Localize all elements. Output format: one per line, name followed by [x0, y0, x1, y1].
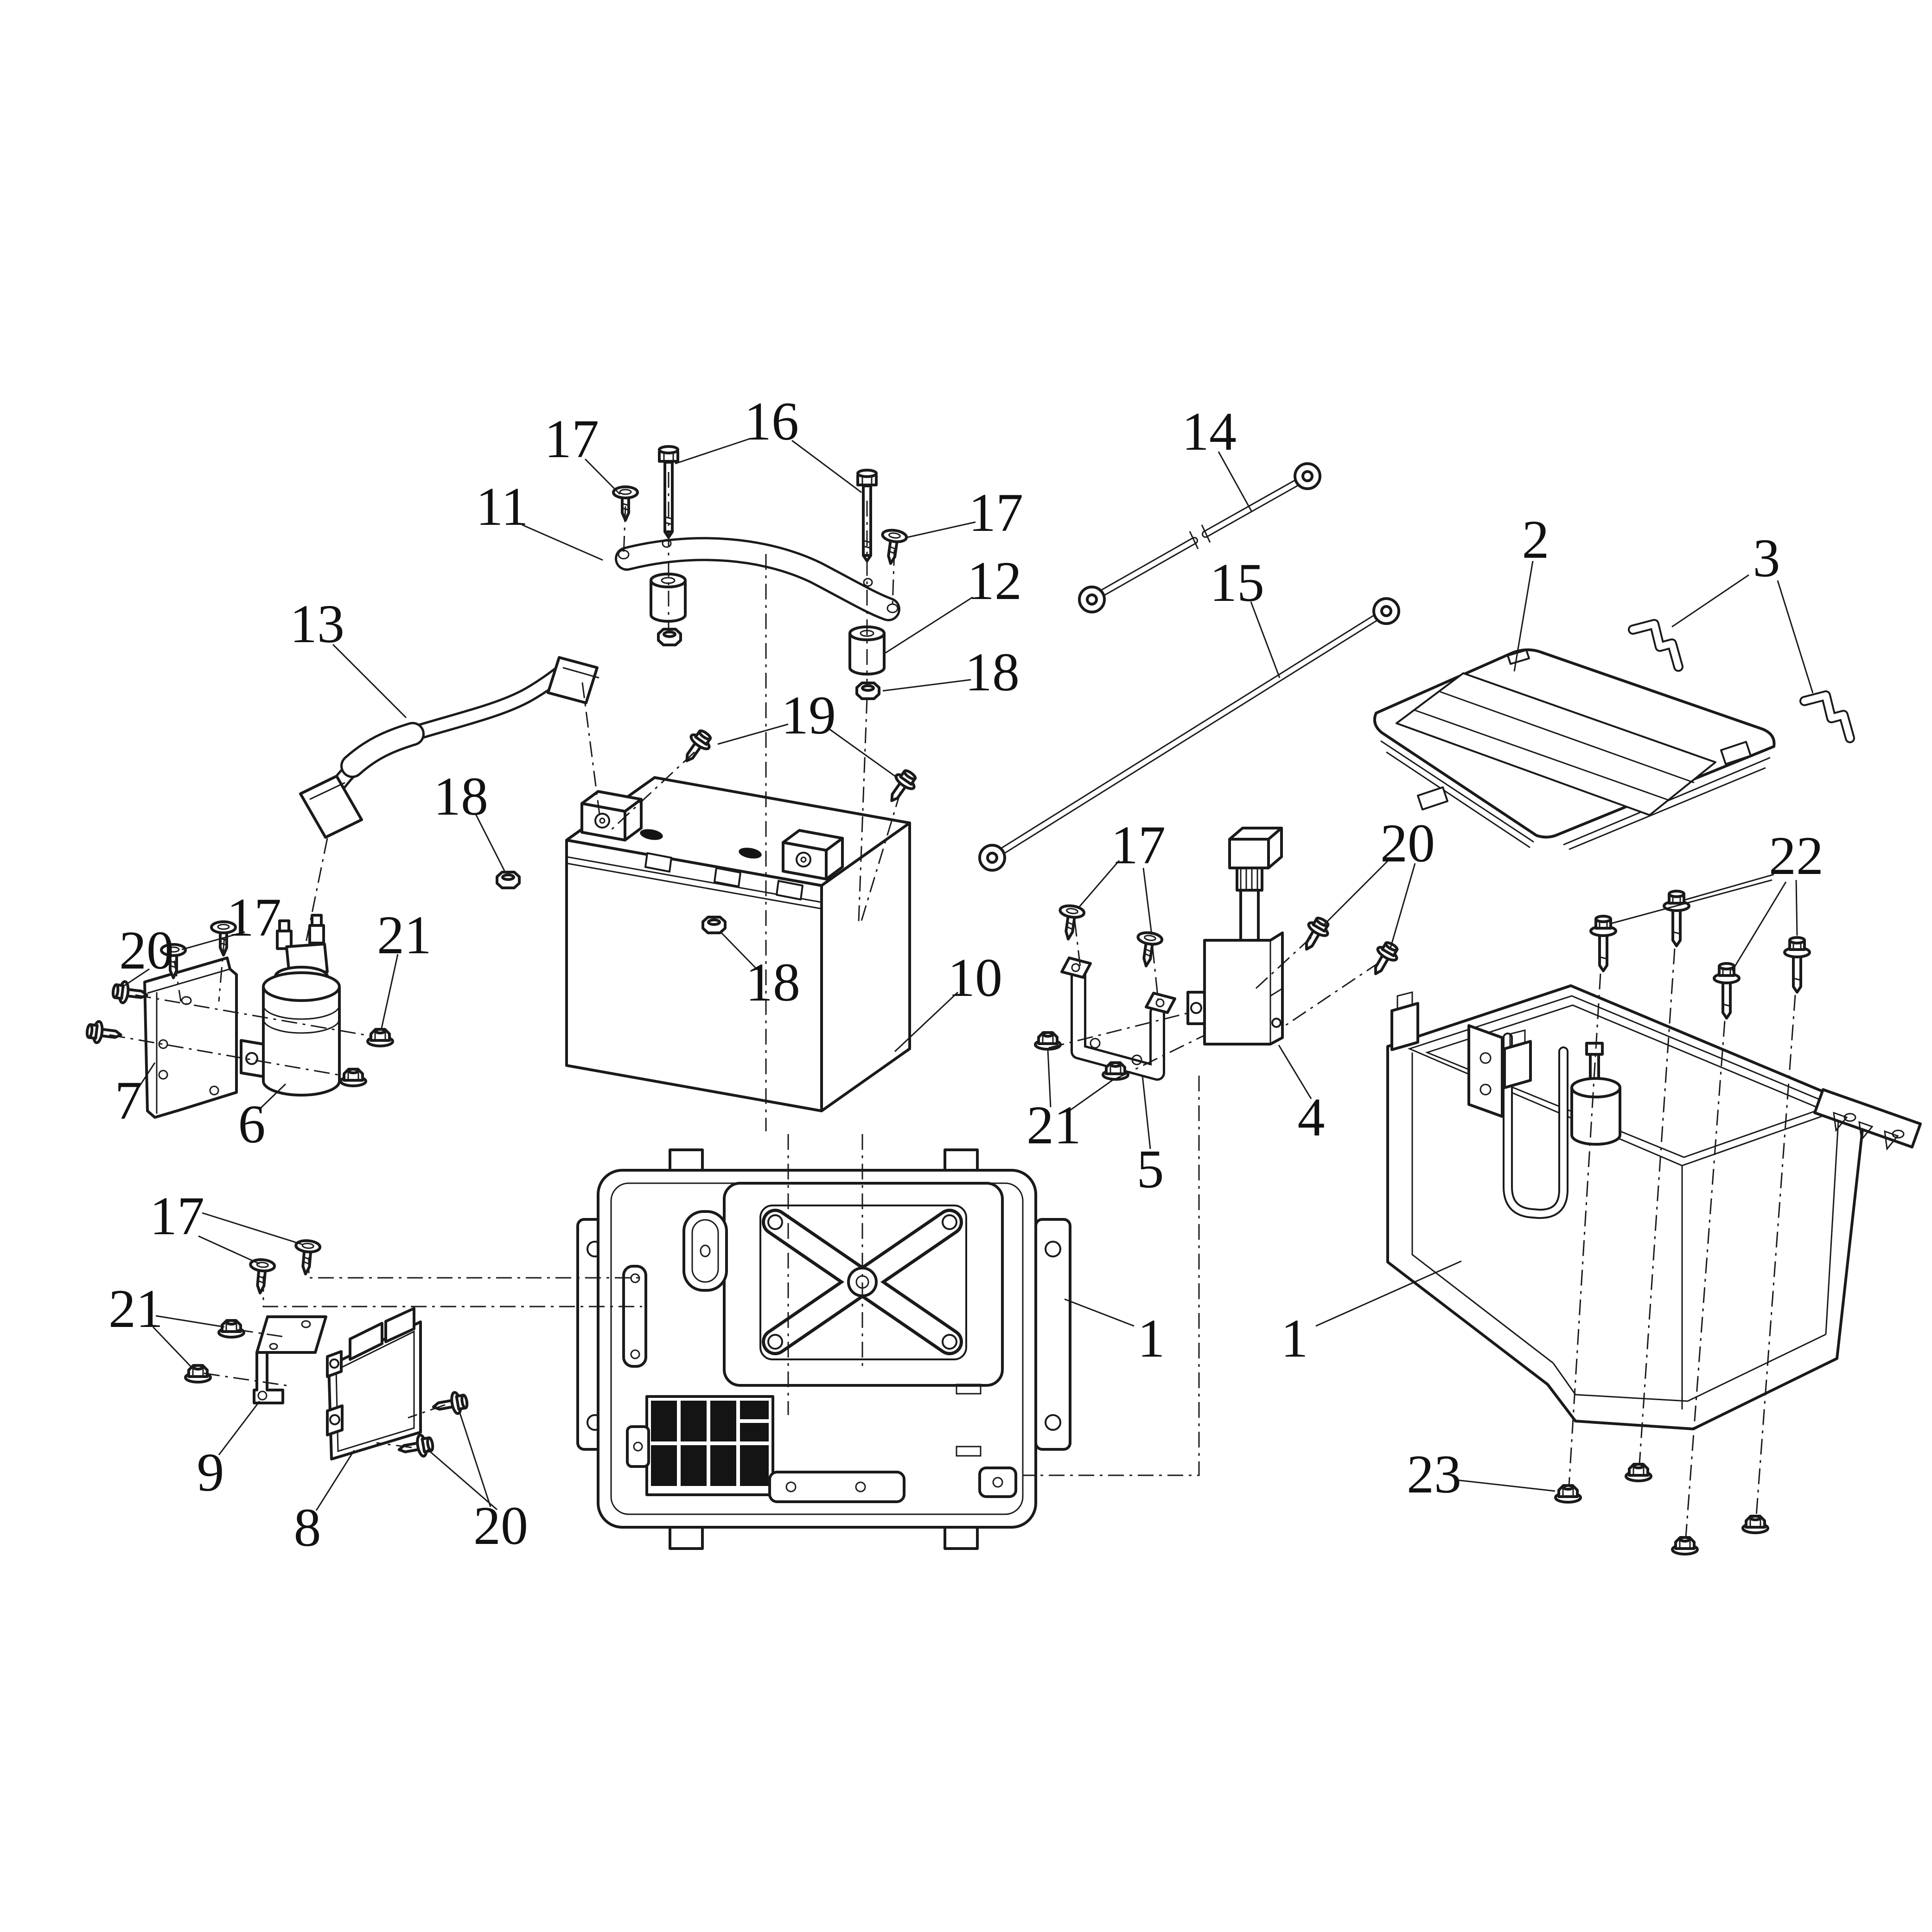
screw-17-cdi-2 [248, 1259, 275, 1294]
centerline-layer [109, 472, 1796, 1538]
callout-22: 22 [1769, 825, 1824, 886]
bolt-20-cdi-1 [432, 1390, 469, 1417]
bolt-22-4 [1785, 937, 1810, 992]
battery-cable-14 [1079, 464, 1320, 612]
bolt-22-1 [1591, 916, 1616, 971]
battery-box-tub [1386, 984, 1922, 1430]
callout-21-relay: 21 [377, 905, 432, 965]
callout-18-spacer: 18 [965, 642, 1020, 702]
callout-19: 19 [781, 685, 836, 746]
screw-17-top-right [879, 529, 907, 566]
nut-18-left [658, 629, 681, 645]
battery [565, 776, 911, 1112]
callout-12: 12 [967, 550, 1022, 611]
callout-4: 4 [1298, 1087, 1325, 1148]
cdi-module-8 [326, 1307, 422, 1460]
callout-16: 16 [744, 391, 799, 452]
nut-23-1 [1556, 1486, 1581, 1502]
callout-20-switch: 20 [1380, 813, 1435, 874]
callout-15: 15 [1210, 552, 1264, 613]
callout-5: 5 [1137, 1139, 1164, 1199]
screw-17-switch-1 [1056, 905, 1085, 941]
callout-20-relay: 20 [119, 920, 174, 981]
switch-unit-4 [1186, 827, 1284, 1046]
nut-18-mid [497, 872, 519, 888]
callout-13: 13 [290, 593, 344, 654]
callout-3: 3 [1753, 528, 1780, 588]
callout-17-switch: 17 [1111, 815, 1166, 875]
bolt-19-left [678, 727, 715, 767]
battery-cable-15 [980, 599, 1399, 870]
callout-17-cdi: 17 [150, 1186, 204, 1246]
nut-21-switch-2 [1103, 1063, 1128, 1079]
callout-1-plate: 1 [1138, 1308, 1165, 1369]
callout-18-mid: 18 [434, 766, 488, 827]
leader-lines [124, 438, 1814, 1511]
nut-18-right [857, 683, 879, 699]
bolt-20-switch-2 [1366, 939, 1402, 979]
callout-10: 10 [948, 947, 1002, 1008]
nut-18-battery [703, 917, 725, 933]
cover-clip-left [1628, 619, 1683, 672]
callout-6: 6 [238, 1094, 266, 1154]
callout-21-switch: 21 [1027, 1095, 1081, 1155]
battery-box-plate [576, 1148, 1071, 1550]
nut-21-relay-2 [341, 1069, 366, 1086]
battery-box-cover [1373, 648, 1776, 850]
callout-2: 2 [1522, 509, 1549, 570]
callout-21-cdi: 21 [108, 1278, 163, 1339]
bolt-19-right [883, 767, 920, 807]
screw-17-cdi-1 [293, 1240, 320, 1275]
cover-clip-right [1799, 690, 1855, 743]
nut-23-2 [1626, 1464, 1651, 1481]
bolt-20-relay-1 [112, 980, 148, 1006]
nut-21-cdi-1 [219, 1320, 244, 1337]
callout-23: 23 [1407, 1444, 1461, 1505]
callout-18-battery: 18 [746, 952, 800, 1013]
nut-21-switch-1 [1035, 1033, 1060, 1049]
nut-23-4 [1743, 1516, 1768, 1533]
battery-cable-13 [299, 656, 599, 839]
callout-17-top-left: 17 [544, 408, 599, 469]
switch-bracket-5 [1060, 956, 1176, 1081]
callout-9: 9 [197, 1442, 224, 1503]
callout-11: 11 [476, 476, 529, 537]
callout-17-relay: 17 [227, 887, 281, 948]
nut-21-relay-1 [368, 1029, 393, 1046]
starter-relay [240, 914, 341, 1097]
callout-8: 8 [294, 1497, 321, 1558]
callout-17-top-right: 17 [969, 482, 1023, 543]
bolt-22-3 [1714, 963, 1739, 1018]
callout-labels: 17 16 11 13 17 12 18 19 18 14 15 2 3 17 … [108, 391, 1824, 1558]
screw-17-switch-2 [1134, 931, 1163, 968]
bolt-20-relay-2 [86, 1020, 122, 1046]
relay-bracket-7 [143, 956, 238, 1119]
callout-7: 7 [115, 1070, 142, 1131]
callout-14: 14 [1182, 401, 1237, 462]
cdi-bracket-9 [253, 1315, 327, 1404]
nut-23-3 [1672, 1537, 1697, 1554]
parts-layer [86, 446, 1922, 1554]
callout-20-cdi: 20 [473, 1495, 528, 1556]
callout-1-tub: 1 [1281, 1308, 1308, 1369]
